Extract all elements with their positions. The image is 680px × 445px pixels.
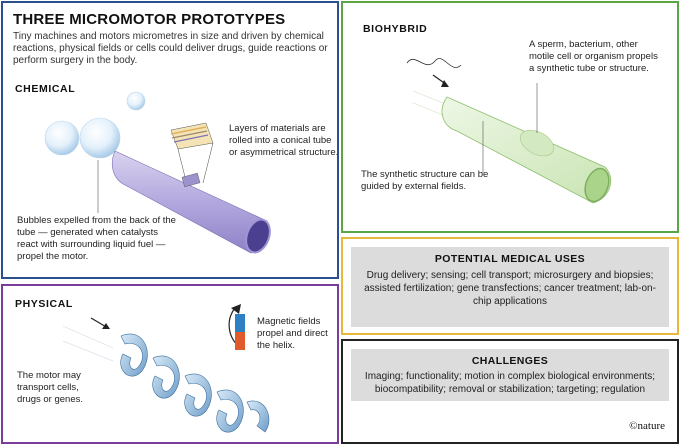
challenges-heading: CHALLENGES [471,355,549,367]
nature-credit: ©nature [629,420,665,432]
chemical-tube-illustration [44,91,271,254]
biohybrid-heading: BIOHYBRID [363,23,428,35]
helix-illustration [62,304,270,433]
material-layers [170,122,214,150]
challenges-panel: CHALLENGES Imaging; functionality; motio… [341,339,679,444]
layers-caption: Layers of materials are rolled into a co… [229,123,339,158]
synthetic-tube [441,96,612,204]
tube-opening [245,218,271,254]
medical-uses-panel: POTENTIAL MEDICAL USES Drug delivery; se… [341,237,679,335]
chemical-heading: CHEMICAL [15,83,76,95]
magnet-north [235,314,245,332]
medical-uses-box: POTENTIAL MEDICAL USES Drug delivery; se… [351,247,669,327]
guided-caption: The synthetic structure can be guided by… [361,169,489,192]
bio-motion-arrow-icon [441,80,449,87]
biohybrid-panel: BIOHYBRID A sperm, bacterium, other moti… [341,1,679,233]
rotation-arrow-icon [231,304,241,314]
sperm-tail [406,58,462,68]
bubbles-caption: Bubbles expelled from the back of the tu… [17,215,176,262]
bio-tube-opening [584,167,610,203]
subtitle: Tiny machines and motors micrometres in … [13,31,328,66]
magnetic-helix [120,333,270,433]
bubble-large-2 [79,117,121,159]
medical-uses-heading: POTENTIAL MEDICAL USES [434,253,586,265]
physical-panel: PHYSICAL Magnetic fields propel and di [1,284,339,444]
chemical-panel: THREE MICROMOTOR PROTOTYPES Tiny machine… [1,1,339,279]
magnet-south [235,332,245,350]
bubble-small [126,91,146,111]
magnetic-caption: Magnetic fields propel and direct the he… [257,316,328,351]
bubble-large-1 [44,120,80,156]
physical-heading: PHYSICAL [15,298,73,310]
transport-caption: The motor may transport cells, drugs or … [17,370,84,405]
medical-uses-text: Drug delivery; sensing; cell transport; … [364,270,656,307]
challenges-box: CHALLENGES Imaging; functionality; motio… [351,349,669,401]
motion-arrow-icon [102,323,110,329]
challenges-text: Imaging; functionality; motion in comple… [364,371,656,395]
biohybrid-illustration [406,58,612,204]
main-title: THREE MICROMOTOR PROTOTYPES [13,11,286,28]
cell-caption: A sperm, bacterium, other motile cell or… [529,39,658,74]
motile-cell [519,129,555,157]
